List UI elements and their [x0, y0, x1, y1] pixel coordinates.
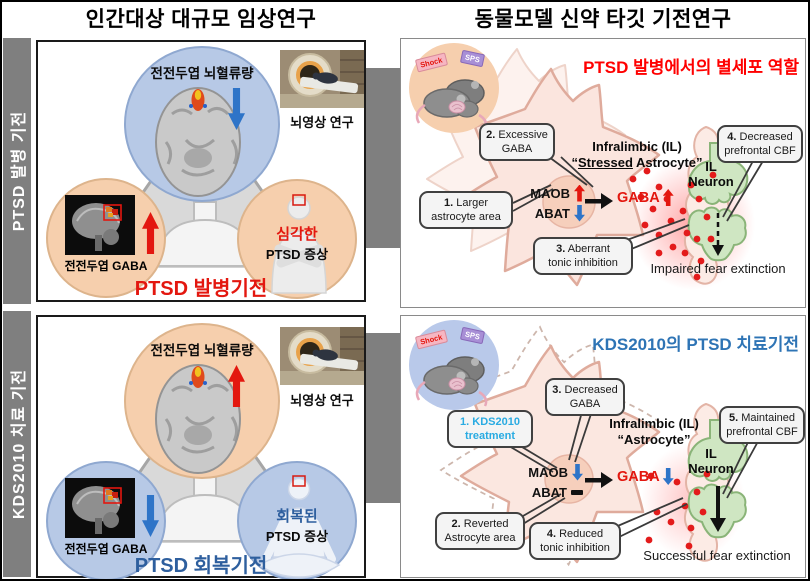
gaba-circle: 전전두엽 GABA [46, 178, 166, 298]
callout-decreased-cbf: 4. Decreased prefrontal CBF [717, 125, 803, 164]
head-roi-box [292, 475, 306, 487]
synthesis-arrow [585, 193, 613, 209]
panel-animal-onset: Shock SPS PTSD 발병에서의 별세포 역할 2. Excessive… [400, 38, 806, 308]
enzyme-block: MAOB ABAT [517, 462, 583, 502]
gaba-dots [629, 167, 717, 281]
symptom-highlight: 회복된 [276, 508, 318, 525]
cbf-circle: 전전두엽 뇌혈류량 [124, 323, 280, 479]
symptom-label: PTSD 증상 [265, 247, 329, 262]
panel-animal-treatment: Shock SPS KDS2010의 PTSD 치료기전 3. Decrease… [400, 315, 806, 578]
abat-down-arrow [574, 204, 585, 222]
gaba-up-arrow [662, 189, 674, 206]
callout-reduced-tonic-inhibition: 4. Reduced tonic inhibition [529, 522, 621, 561]
treated-rats-circle: Shock SPS [409, 320, 499, 410]
region-label: Infralimbic (IL) “Stressed Astrocyte” [562, 139, 712, 171]
abat-row: ABAT [517, 482, 583, 502]
panel-clinical-onset: 전전두엽 뇌혈류량 뇌영상 연구 [36, 40, 366, 302]
gaba-down-arrow [662, 468, 674, 485]
header-animal: 동물모델 신약 타깃 기전연구 [474, 8, 732, 31]
gaba-roi-box [103, 204, 122, 221]
axial-brain-image [155, 87, 241, 197]
panel-title: PTSD 발병에서의 별세포 역할 [583, 58, 799, 77]
gaba-label: 전전두엽 GABA [64, 259, 148, 273]
callout-kds2010-treatment: 1. KDS2010 treatment [447, 410, 533, 449]
maob-down-arrow [572, 463, 583, 481]
outcome-text: Successful fear extinction [643, 548, 791, 563]
head-roi-box [292, 194, 306, 206]
il-neuron-label: IL Neuron [688, 446, 734, 476]
cbf-label: 전전두엽 뇌혈류량 [150, 66, 254, 81]
gaba-label: 전전두엽 GABA [64, 542, 148, 556]
region-label: Infralimbic (IL) “Astrocyte” [579, 416, 729, 448]
meditating-person-figure [257, 475, 341, 578]
callout-decreased-gaba: 3. Decreased GABA [545, 378, 625, 417]
rats-illustration [415, 79, 488, 130]
gaba-release-label: GABA [617, 468, 674, 485]
region-line2: “Astrocyte” [617, 432, 691, 447]
gaba-roi-box [103, 487, 122, 504]
header-clinical: 인간대상 대규모 임상연구 [85, 8, 317, 31]
region-line1: Infralimbic (IL) [609, 416, 699, 431]
callout-larger-astrocyte: 1. Larger astrocyte area [419, 191, 513, 230]
sidebar-kds2010: KDS2010 치료 기전 [3, 311, 31, 577]
cbf-circle: 전전두엽 뇌혈류량 [124, 46, 280, 202]
il-neuron-label: IL Neuron [688, 159, 734, 189]
abat-blocked-minus [571, 489, 583, 495]
sagittal-mri-image [65, 478, 135, 538]
row-connector-bottom [366, 333, 402, 503]
symptom-circle: 심각한 PTSD 증상 [237, 179, 357, 299]
abat-row: ABAT [519, 203, 585, 223]
symptom-highlight: 심각한 [276, 226, 318, 243]
callout-maintained-cbf: 5. Maintained prefrontal CBF [719, 406, 805, 445]
stressed-rats-circle: Shock SPS [409, 43, 499, 133]
il-neuron-shape [687, 419, 749, 539]
panel-title: KDS2010의 PTSD 치료기전 [592, 335, 799, 354]
symptom-circle: 회복된 PTSD 증상 [237, 461, 357, 581]
sidebar-ptsd-onset: PTSD 발병 기전 [3, 38, 31, 304]
gaba-down-arrow [142, 495, 159, 537]
axial-brain-image [155, 364, 241, 474]
distressed-person-figure [271, 194, 327, 294]
panel-caption: PTSD 발병기전 [134, 278, 268, 300]
gaba-release-label: GABA [617, 189, 674, 206]
panel-caption: PTSD 회복기전 [134, 555, 268, 577]
cbf-label: 전전두엽 뇌혈류량 [150, 343, 254, 358]
gaba-up-arrow [142, 212, 159, 254]
mri-scanner-photo [280, 327, 364, 385]
sidebar-kds2010-label: KDS2010 치료 기전 [11, 368, 28, 520]
symptom-label: PTSD 증상 [265, 529, 329, 544]
mri-caption: 뇌영상 연구 [290, 393, 354, 408]
callout-excessive-gaba: 2. Excessive GABA [479, 123, 555, 162]
sagittal-mri-image [65, 195, 135, 255]
gaba-dots [645, 470, 711, 550]
enzyme-block: MAOB ABAT [519, 183, 585, 223]
region-line2: “Stressed Astrocyte” [571, 155, 703, 170]
region-line1: Infralimbic (IL) [592, 139, 682, 154]
maob-row: MAOB [517, 462, 583, 482]
mri-caption: 뇌영상 연구 [290, 115, 354, 130]
sidebar-ptsd-onset-label: PTSD 발병 기전 [11, 110, 28, 232]
row-connector-top [366, 68, 402, 248]
mri-scanner-photo [280, 50, 364, 108]
il-neuron-shape [687, 142, 749, 262]
maob-row: MAOB [519, 183, 585, 203]
callout-aberrant-tonic-inhibition: 3. Aberrant tonic inhibition [533, 237, 633, 276]
outcome-text: Impaired fear extinction [650, 261, 786, 276]
maob-up-arrow [574, 184, 585, 202]
synthesis-arrow [585, 472, 613, 488]
callout-reverted-astrocyte: 2. Reverted Astrocyte area [435, 512, 525, 551]
rats-illustration [415, 356, 488, 407]
stressed-underlined: Stressed [577, 155, 633, 170]
panel-clinical-recovery: 전전두엽 뇌혈류량 뇌영상 연구 [36, 315, 366, 581]
